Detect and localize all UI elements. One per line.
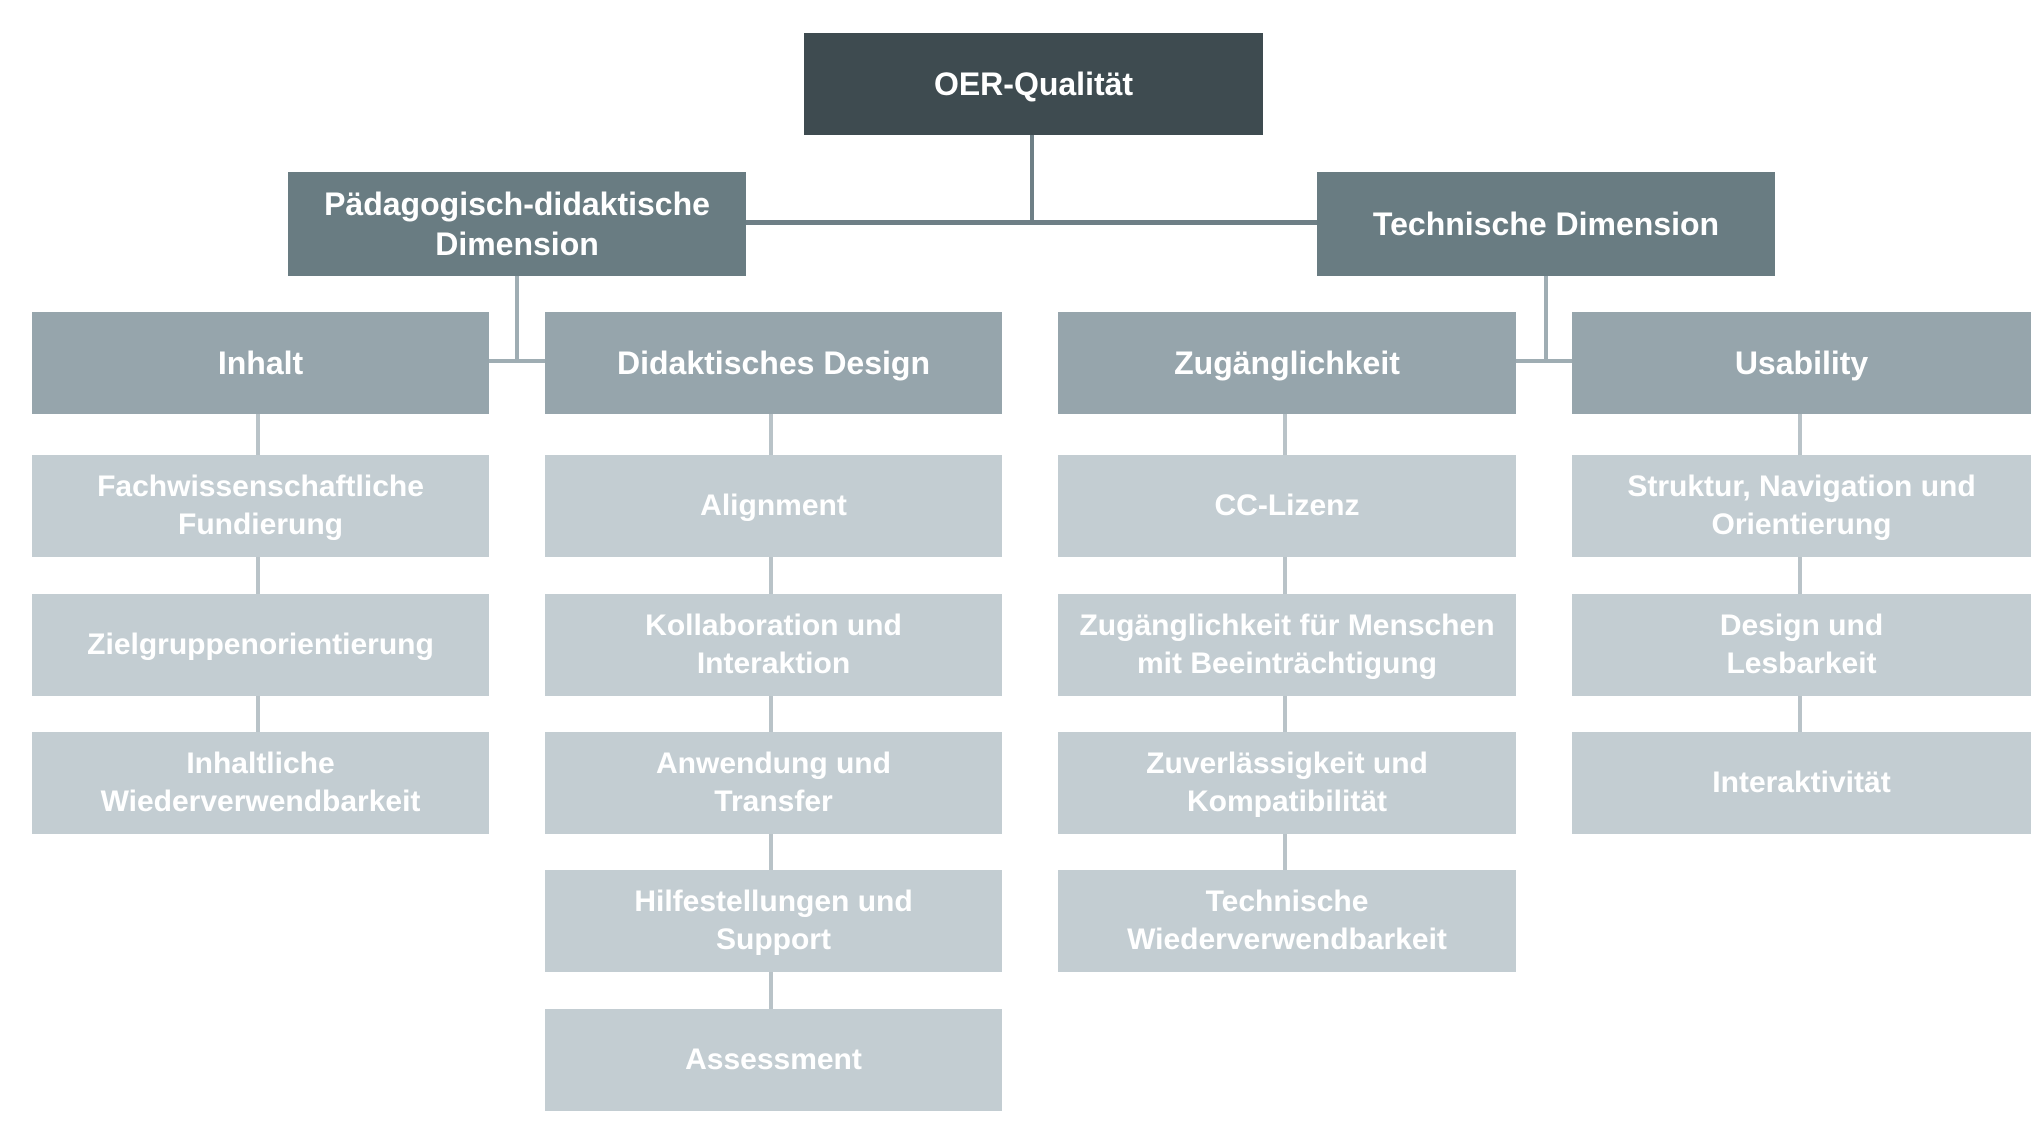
connector-dimension1-vertical <box>515 276 519 363</box>
item-technische-wiederverwendbarkeit: Technische Wiederverwendbarkeit <box>1058 870 1516 972</box>
connector-col2-3 <box>769 696 773 732</box>
item-design-und-lesbarkeit: Design und Lesbarkeit <box>1572 594 2031 696</box>
connector-col1-1 <box>256 414 260 455</box>
connector-col2-5 <box>769 972 773 1009</box>
connector-dimensions-horizontal <box>746 220 1317 225</box>
category-node-usability: Usability <box>1572 312 2031 414</box>
category-node-inhalt: Inhalt <box>32 312 489 414</box>
connector-root-vertical <box>1030 135 1034 224</box>
connector-col3-3 <box>1283 696 1287 732</box>
item-zugaenglichkeit-fuer-menschen: Zugänglichkeit für Menschen mit Beeinträ… <box>1058 594 1516 696</box>
item-zuverlaessigkeit-und-kompatibilitaet: Zuverlässigkeit und Kompatibilität <box>1058 732 1516 834</box>
item-fachwissenschaftliche-fundierung: Fachwissenschaftliche Fundierung <box>32 455 489 557</box>
connector-category-pair1-horizontal <box>489 359 545 363</box>
item-kollaboration-und-interaktion: Kollaboration und Interaktion <box>545 594 1002 696</box>
item-interaktivitaet: Interaktivität <box>1572 732 2031 834</box>
connector-col3-4 <box>1283 834 1287 870</box>
item-inhaltliche-wiederverwendbarkeit: Inhaltliche Wiederverwendbarkeit <box>32 732 489 834</box>
connector-col4-3 <box>1798 696 1802 732</box>
category-node-zugaenglichkeit: Zugänglichkeit <box>1058 312 1516 414</box>
connector-col3-2 <box>1283 557 1287 594</box>
connector-col2-1 <box>769 414 773 455</box>
connector-col4-1 <box>1798 414 1802 455</box>
connector-col1-3 <box>256 696 260 732</box>
item-anwendung-und-transfer: Anwendung und Transfer <box>545 732 1002 834</box>
item-struktur-navigation-orientierung: Struktur, Navigation und Orientierung <box>1572 455 2031 557</box>
dimension-node-paedagogisch-didaktisch: Pädagogisch-didaktische Dimension <box>288 172 746 276</box>
connector-col2-2 <box>769 557 773 594</box>
item-zielgruppenorientierung: Zielgruppenorientierung <box>32 594 489 696</box>
root-node-oer-qualitaet: OER-Qualität <box>804 33 1263 135</box>
item-cc-lizenz: CC-Lizenz <box>1058 455 1516 557</box>
item-hilfestellungen-und-support: Hilfestellungen und Support <box>545 870 1002 972</box>
connector-category-pair2-horizontal <box>1516 359 1572 363</box>
connector-dimension2-vertical <box>1544 276 1548 363</box>
category-node-didaktisches-design: Didaktisches Design <box>545 312 1002 414</box>
item-assessment: Assessment <box>545 1009 1002 1111</box>
connector-col1-2 <box>256 557 260 594</box>
dimension-node-technisch: Technische Dimension <box>1317 172 1775 276</box>
connector-col2-4 <box>769 834 773 870</box>
connector-col3-1 <box>1283 414 1287 455</box>
connector-col4-2 <box>1798 557 1802 594</box>
item-alignment: Alignment <box>545 455 1002 557</box>
